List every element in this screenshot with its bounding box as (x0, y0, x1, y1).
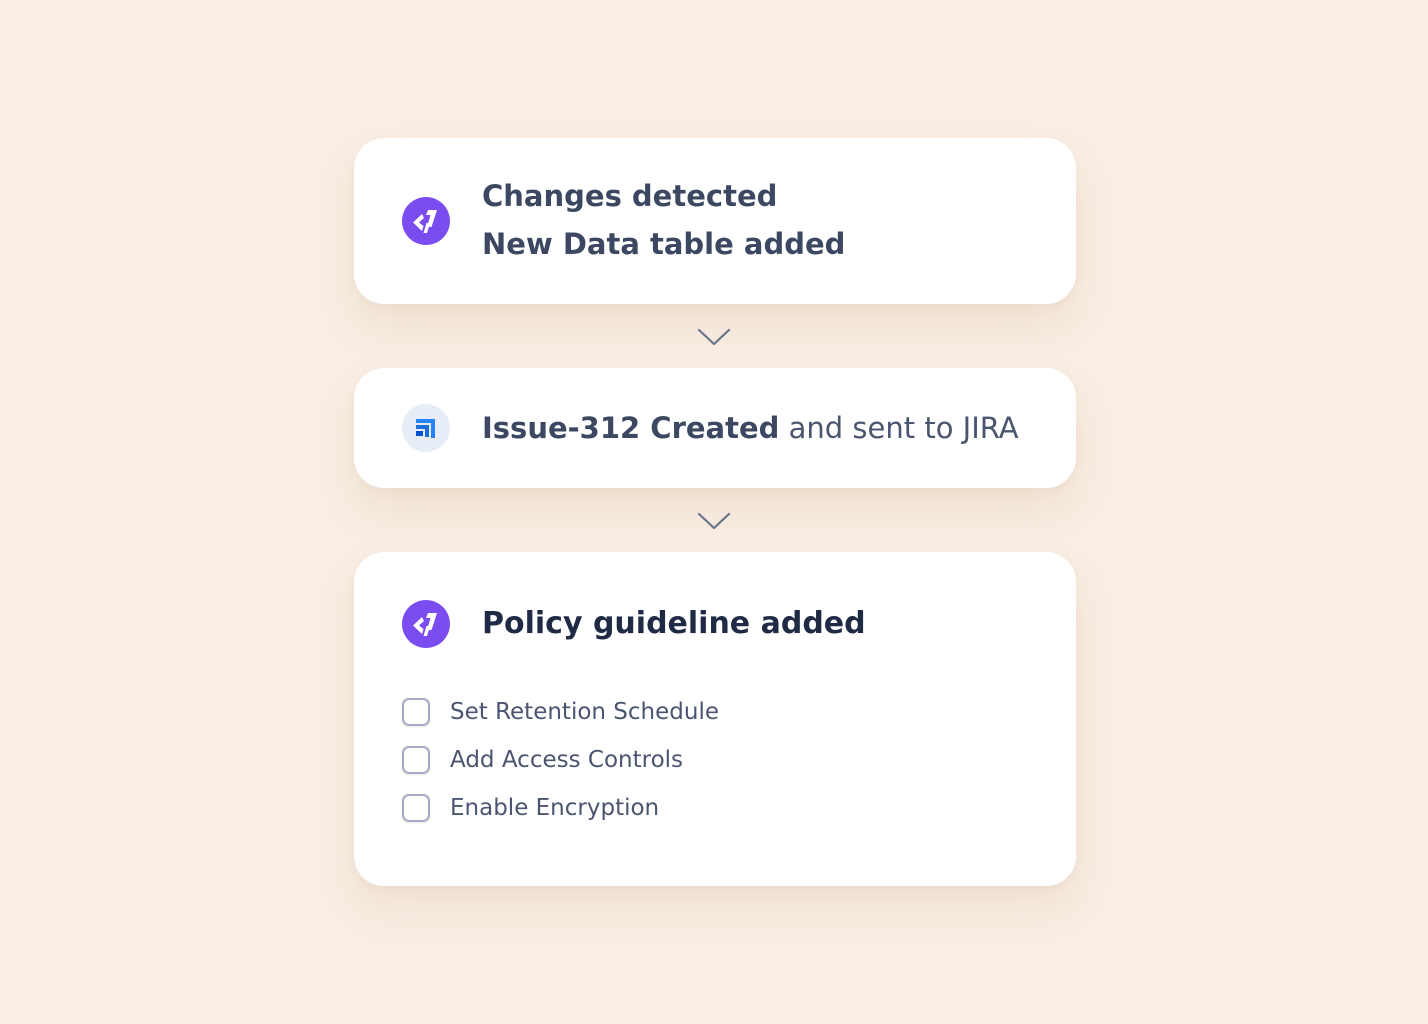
checklist-item[interactable]: Enable Encryption (402, 792, 719, 824)
checklist-item-label: Set Retention Schedule (450, 699, 719, 725)
jira-icon (402, 404, 450, 452)
checklist-item-label: Add Access Controls (450, 747, 684, 773)
chevron-down-icon (697, 328, 731, 346)
step-title: Policy guideline added (482, 606, 866, 641)
checkbox[interactable] (402, 794, 430, 822)
issue-id-text: Issue-312 Created (482, 411, 780, 445)
issue-created-card: Issue-312 Created and sent to JIRA (354, 368, 1076, 488)
title-line-1: Changes detected (482, 179, 778, 213)
checklist-item[interactable]: Set Retention Schedule (402, 696, 719, 728)
brand-logo-icon (402, 197, 450, 245)
issue-destination-text: and sent to JIRA (779, 411, 1019, 445)
checkbox[interactable] (402, 698, 430, 726)
title-line-2: New Data table added (482, 227, 846, 261)
checklist-item-label: Enable Encryption (450, 795, 660, 821)
policy-guideline-card: Policy guideline added Set Retention Sch… (354, 552, 1076, 886)
checkbox[interactable] (402, 746, 430, 774)
checklist-item[interactable]: Add Access Controls (402, 744, 719, 776)
step-title: Changes detected New Data table added (482, 172, 845, 268)
chevron-down-icon (697, 512, 731, 530)
changes-detected-card: Changes detected New Data table added (354, 138, 1076, 304)
step-title: Issue-312 Created and sent to JIRA (482, 404, 1019, 452)
policy-checklist: Set Retention Schedule Add Access Contro… (402, 696, 719, 840)
brand-logo-icon (402, 600, 450, 648)
